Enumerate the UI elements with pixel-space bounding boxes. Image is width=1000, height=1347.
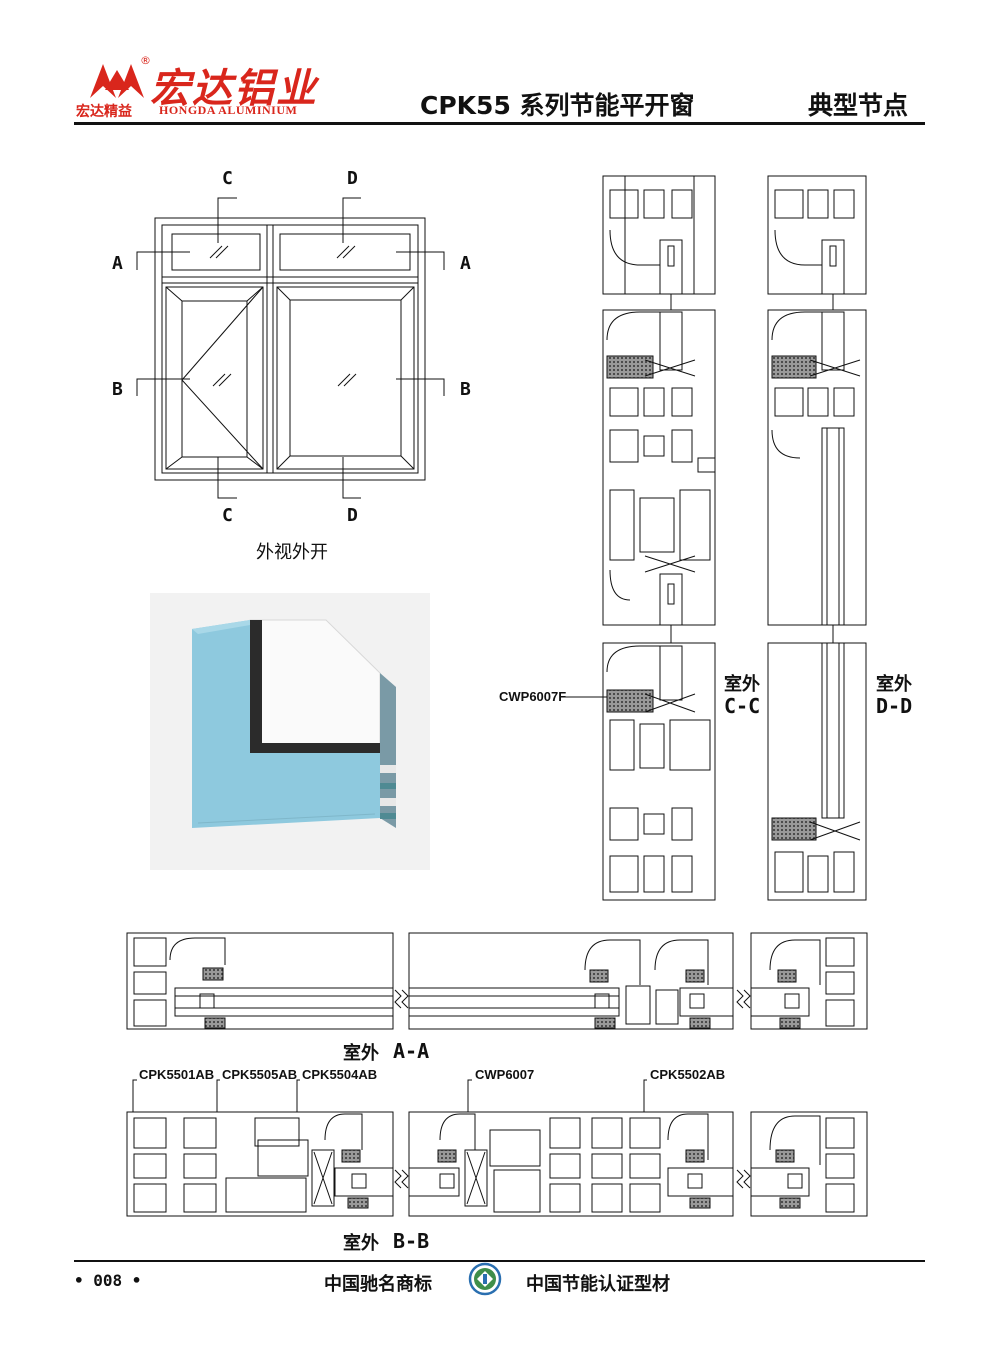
callout-cwp6007: CWP6007 [475, 1067, 535, 1082]
callout-cwp6007f: CWP6007F [499, 689, 567, 704]
section-bb-drawing [120, 1070, 875, 1230]
cut-label-a-left: A [112, 253, 123, 274]
vertical-sections-drawing [560, 170, 910, 905]
callout-cpk5505ab: CPK5505AB [222, 1067, 298, 1082]
registered-mark: ® [140, 54, 151, 67]
cc-section-label: C-C [724, 694, 761, 718]
cut-label-b-left: B [112, 379, 123, 400]
cut-label-d-top: D [347, 168, 358, 189]
brand-name-en: HONGDA ALUMINIUM [159, 103, 298, 117]
bb-section-label: B-B [393, 1229, 430, 1253]
hongda-logo-icon [90, 64, 144, 98]
elevation-caption: 外视外开 [256, 542, 328, 563]
cut-label-a-right: A [460, 253, 471, 274]
dd-section-label: D-D [876, 694, 913, 718]
cut-label-c-bottom: C [222, 505, 233, 526]
callout-cpk5501ab: CPK5501AB [139, 1067, 215, 1082]
cut-label-d-bottom: D [347, 505, 358, 526]
profile-corner-photo [150, 593, 430, 870]
cut-label-b-right: B [460, 379, 471, 400]
window-elevation-drawing [110, 160, 490, 540]
aa-outside-label: 室外 [343, 1043, 379, 1064]
section-aa-drawing [120, 925, 875, 1035]
series-title: CPK55 系列节能平开窗 [420, 91, 695, 120]
aa-section-label: A-A [393, 1039, 430, 1063]
footer-certification-text: 中国节能认证型材 [526, 1274, 670, 1295]
brand-name-cn: 宏达铝业 [150, 65, 318, 112]
callout-cpk5502ab: CPK5502AB [650, 1067, 726, 1082]
window-corner-image [150, 593, 430, 870]
page-number: • 008 • [74, 1271, 142, 1290]
certification-seal-icon [468, 1262, 502, 1296]
dd-outside-label: 室外 [876, 674, 912, 695]
cut-label-c-top: C [222, 168, 233, 189]
brand-slogan: 宏达精益 [76, 104, 132, 120]
section-title: 典型节点 [808, 91, 909, 120]
footer-rule [74, 1260, 925, 1262]
header-rule [74, 122, 925, 125]
callout-cpk5504ab: CPK5504AB [302, 1067, 378, 1082]
footer-trademark-text: 中国驰名商标 [324, 1274, 432, 1295]
cc-outside-label: 室外 [724, 674, 760, 695]
bb-outside-label: 室外 [343, 1233, 379, 1254]
